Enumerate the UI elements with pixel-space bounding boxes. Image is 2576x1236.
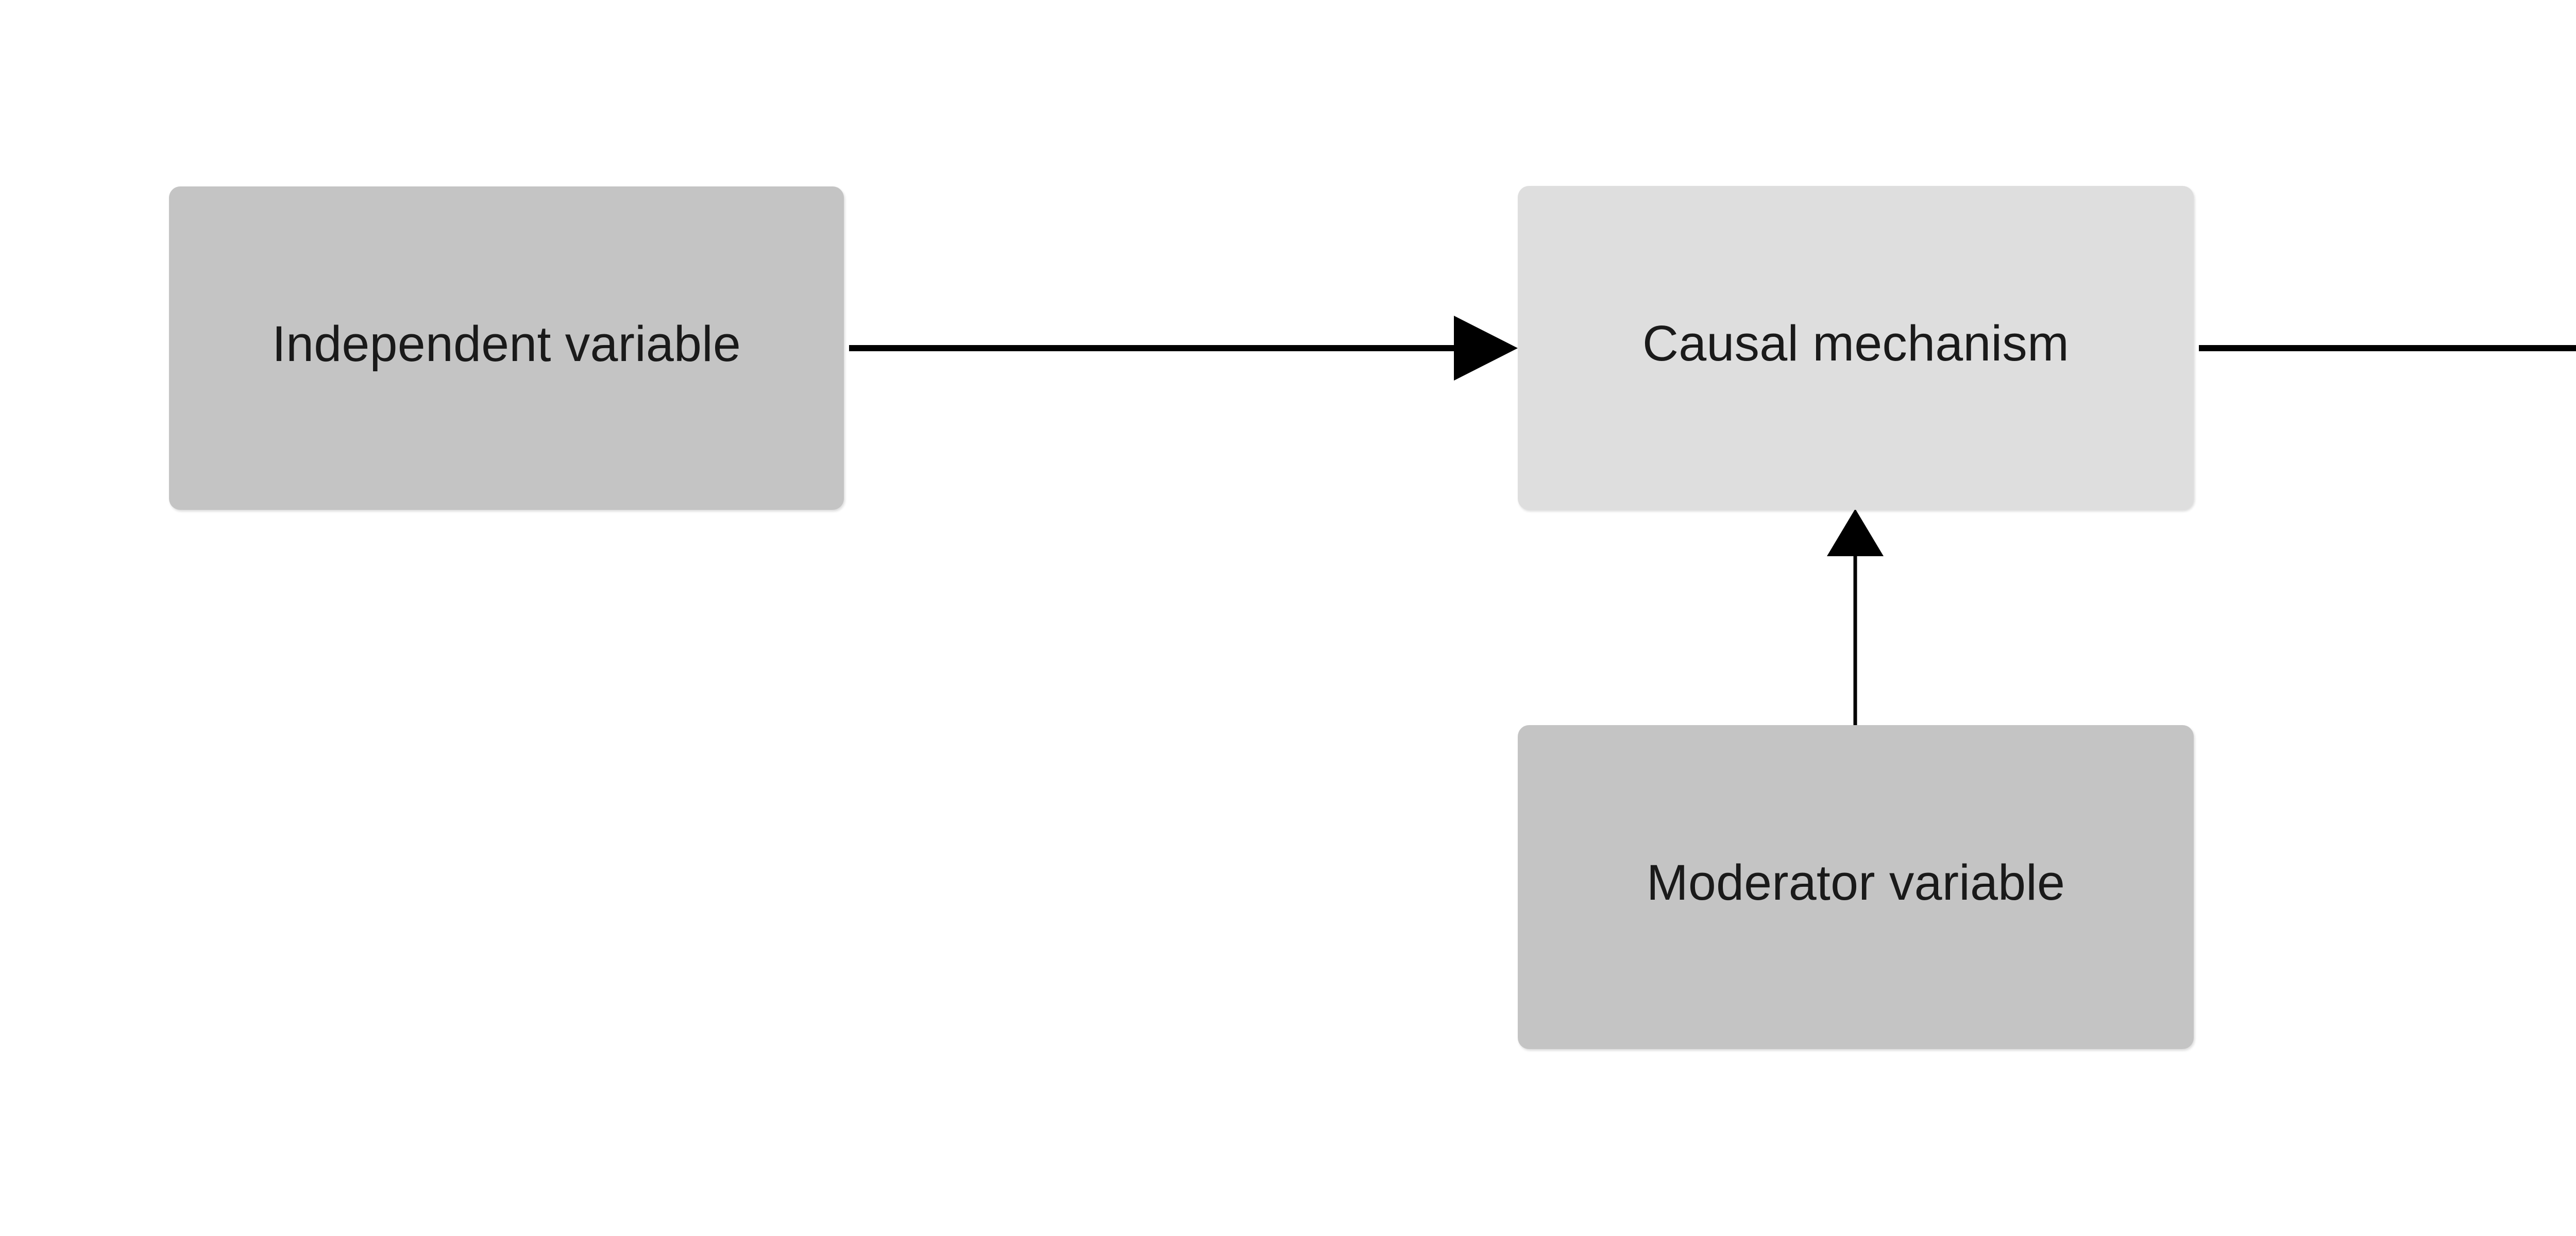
connector-independent-to-causal <box>849 316 1518 381</box>
arrowhead-icon <box>1454 316 1518 381</box>
node-label-causal-mechanism: Causal mechanism <box>1642 315 2070 371</box>
node-independent-variable[interactable]: Independent variable <box>169 186 844 510</box>
arrowhead-icon <box>1827 509 1884 556</box>
node-causal-mechanism[interactable]: Causal mechanism <box>1518 186 2194 510</box>
node-label-independent-variable: Independent variable <box>272 315 741 372</box>
connector-moderator-to-causal <box>1827 509 1884 725</box>
node-label-moderator-variable: Moderator variable <box>1646 854 2065 911</box>
connector-causal-to-dependent <box>2199 345 2576 351</box>
node-moderator-variable[interactable]: Moderator variable <box>1518 725 2194 1049</box>
